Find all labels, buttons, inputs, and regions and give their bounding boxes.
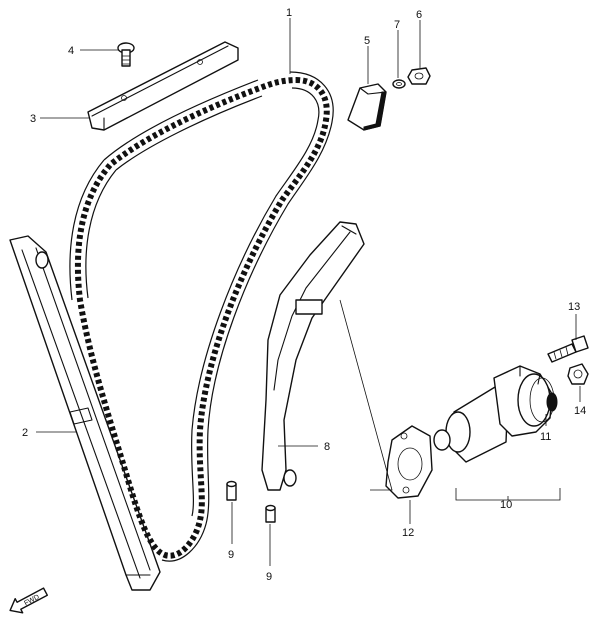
dowel-pin-upper [226,480,237,501]
nut [407,67,431,85]
callout-8: 8 [324,441,330,453]
leader-lines [36,18,581,566]
callout-9-upper: 9 [228,549,234,561]
callout-7: 7 [394,19,400,31]
callout-11: 11 [540,431,551,443]
rear-chain-guide [9,235,161,591]
upper-chain-guide [87,41,239,131]
callout-10: 10 [500,499,512,511]
callout-6: 6 [416,9,422,21]
tensioner-gasket [385,425,433,499]
callout-5: 5 [364,35,370,47]
washer [392,79,406,89]
chain-tensioner-assembly [433,365,558,463]
callout-13: 13 [568,301,580,313]
guide-bolt [117,42,135,67]
chain-stopper [347,83,387,131]
tensioner-bolt [547,335,589,363]
callout-12: 12 [402,527,414,539]
callout-4: 4 [68,45,74,57]
dowel-pin-lower [265,504,276,523]
callout-2: 2 [22,427,28,439]
callout-3: 3 [30,113,36,125]
callout-9-lower: 9 [266,571,272,583]
tensioner-guide [261,221,365,491]
forward-label: FWD [23,594,40,608]
callout-1: 1 [286,7,292,19]
cam-chain [69,71,334,562]
forward-direction-arrow: FWD [9,587,49,614]
tensioner-cap [567,363,589,385]
callout-14: 14 [574,405,586,417]
